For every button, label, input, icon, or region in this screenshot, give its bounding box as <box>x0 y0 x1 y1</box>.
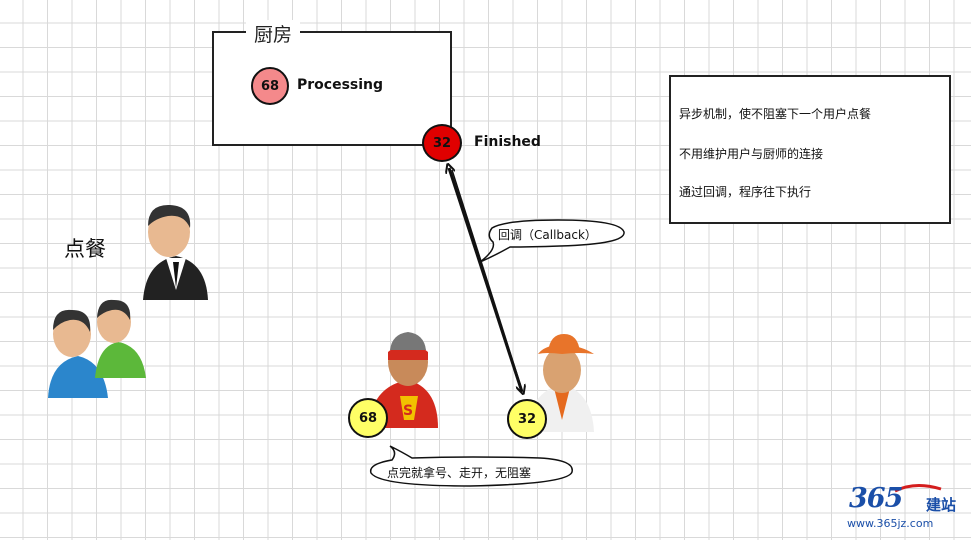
customer-bubble-text: 点完就拿号、走开，无阻塞 <box>387 466 532 480</box>
processing-ticket-badge: 68 <box>251 67 289 105</box>
processing-label: Processing <box>297 77 384 93</box>
svg-text:S: S <box>403 403 413 419</box>
callback-bubble <box>479 219 625 263</box>
logo-number: 365 <box>849 483 903 514</box>
finished-label: Finished <box>474 134 541 150</box>
user-blue-icon <box>48 309 108 398</box>
logo-name: 建站 <box>926 496 957 514</box>
kitchen-title: 厨房 <box>246 20 301 47</box>
note-callback: 通过回调，程序往下执行 <box>679 185 812 199</box>
superhero-ticket-badge: 68 <box>348 398 388 438</box>
user-green-icon <box>95 299 146 378</box>
logo-url: www.365jz.com <box>847 517 934 530</box>
cowboy-chef-icon <box>526 334 594 432</box>
site-logo[interactable]: 365 建站 www.365jz.com <box>845 483 969 537</box>
chef-ticket-badge: 32 <box>507 399 547 439</box>
notes-box <box>669 75 951 224</box>
note-async: 异步机制，使不阻塞下一个用户点餐 <box>679 107 872 121</box>
logo-swoosh-icon <box>894 484 942 493</box>
order-arrow <box>451 169 522 390</box>
order-label: 点餐 <box>64 237 106 261</box>
callback-arrow <box>449 168 524 393</box>
finished-ticket-badge: 32 <box>422 124 462 162</box>
note-no-connection: 不用维护用户与厨师的连接 <box>679 147 824 161</box>
callback-bubble-text: 回调（Callback） <box>498 228 597 242</box>
customer-bubble <box>369 445 573 487</box>
businessman-icon <box>143 204 208 300</box>
